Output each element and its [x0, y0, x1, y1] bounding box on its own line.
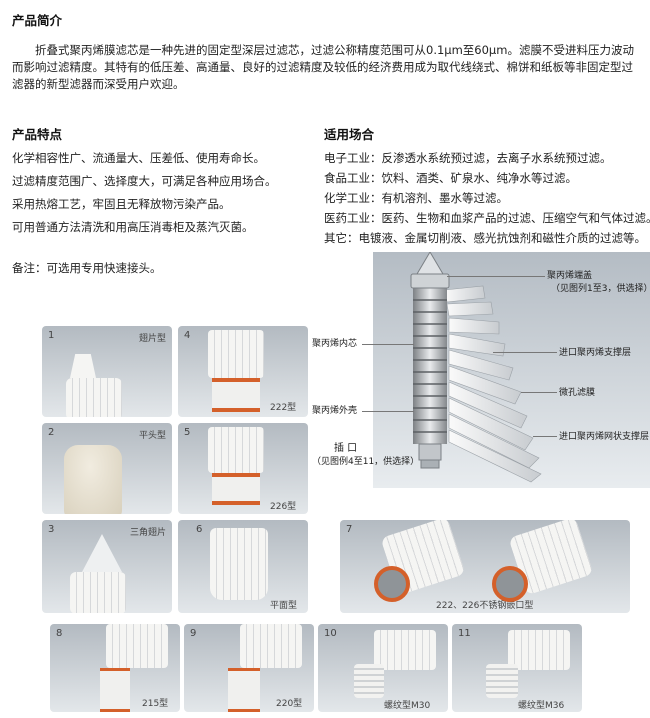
- gallery-item-4: 4 222型: [178, 326, 308, 417]
- o-ring-shape: [100, 668, 130, 712]
- application-item: 其它：电镀液、金属切削液、感光抗蚀剂和磁性介质的过滤等。: [324, 231, 646, 245]
- gallery-caption: 平面型: [270, 601, 298, 611]
- cartridge-body-shape: [240, 624, 302, 668]
- cartridge-body-shape: [374, 630, 436, 670]
- gallery-number: 6: [196, 524, 203, 535]
- gallery-caption: 三角翅片: [129, 528, 166, 538]
- feature-item: 可用普通方法清洗和用高压消毒柜及蒸汽灭菌。: [12, 220, 254, 234]
- features-note: 备注：可选用专用快速接头。: [12, 261, 162, 275]
- gallery-item-1: 1 翅片型: [42, 326, 172, 417]
- application-item: 医药工业：医药、生物和血浆产品的过滤、压缩空气和气体过滤。: [324, 211, 650, 225]
- applications-title: 适用场合: [324, 127, 375, 142]
- label-inlet-support: 进口聚丙烯支撑层: [559, 348, 632, 358]
- leader-line: [362, 411, 414, 412]
- leader-line: [521, 392, 557, 393]
- gallery-item-6: 6 平面型: [178, 520, 308, 613]
- cartridge-body-shape: [106, 624, 168, 668]
- gallery-caption: 220型: [276, 699, 303, 709]
- thread-shape: [486, 664, 518, 698]
- steel-insert-shape: [374, 566, 410, 602]
- steel-insert-shape: [492, 566, 528, 602]
- gallery-number: 9: [190, 628, 197, 639]
- cartridge-body-shape: [508, 630, 570, 670]
- feature-item: 过滤精度范围广、选择度大，可满足各种应用场合。: [12, 174, 277, 188]
- gallery-item-5: 5 226型: [178, 423, 308, 514]
- cartridge-cutaway-diagram: 聚丙烯端盖 （见图列1至3，供选择） 进口聚丙烯支撑层 微孔滤膜 进口聚丙烯网状…: [373, 251, 650, 488]
- cartridge-body-shape: [66, 378, 122, 417]
- leader-line: [362, 344, 414, 345]
- label-mesh-support: 进口聚丙烯网状支撑层: [559, 432, 650, 442]
- label-plug: 插 口: [334, 443, 358, 454]
- thread-shape: [354, 664, 384, 698]
- feature-item: 化学相容性广、流通量大、压差低、使用寿命长。: [12, 151, 265, 165]
- o-ring-shape: [228, 668, 260, 712]
- gallery-caption: 215型: [142, 699, 169, 709]
- intro-title: 产品简介: [12, 13, 63, 28]
- cartridge-body-shape: [208, 330, 264, 378]
- gallery-number: 1: [48, 330, 55, 341]
- gallery-number: 7: [346, 524, 353, 535]
- cartridge-body-shape: [208, 427, 264, 473]
- label-membrane: 微孔滤膜: [559, 388, 596, 398]
- label-end-cap-note: （见图列1至3，供选择）: [551, 284, 650, 294]
- gallery-number: 5: [184, 427, 191, 438]
- gallery-item-10: 10 螺纹型M30: [318, 624, 448, 712]
- o-ring-shape: [212, 473, 260, 505]
- gallery-number: 2: [48, 427, 55, 438]
- gallery-caption: 222型: [270, 403, 297, 413]
- gallery-item-9: 9 220型: [184, 624, 314, 712]
- leader-line: [447, 276, 545, 277]
- label-core: 聚丙烯内芯: [312, 339, 358, 349]
- gallery-number: 11: [458, 628, 471, 639]
- cartridge-body-shape: [210, 528, 268, 600]
- gallery-item-11: 11 螺纹型M36: [452, 624, 582, 712]
- intro-body: 折叠式聚丙烯膜滤芯是一种先进的固定型深层过滤芯，过滤公称精度范围可从0.1μm至…: [12, 43, 634, 91]
- leader-line: [533, 436, 557, 437]
- gallery-item-7: 7 222、226不锈钢嵌口型: [340, 520, 630, 613]
- gallery-caption: 226型: [270, 502, 297, 512]
- label-outer-shell: 聚丙烯外壳: [312, 406, 358, 416]
- features-title: 产品特点: [12, 127, 63, 142]
- application-item: 食品工业：饮料、酒类、矿泉水、纯净水等过滤。: [324, 171, 577, 185]
- gallery-caption: 螺纹型M36: [518, 701, 565, 711]
- gallery-item-3: 3 三角翅片: [42, 520, 172, 613]
- gallery-item-8: 8 215型: [50, 624, 180, 712]
- gallery-caption: 平头型: [138, 431, 166, 441]
- application-item: 电子工业：反渗透水系统预过滤，去离子水系统预过滤。: [324, 151, 612, 165]
- gallery-number: 4: [184, 330, 191, 341]
- gallery-number: 10: [324, 628, 337, 639]
- gallery-item-2: 2 平头型: [42, 423, 172, 514]
- label-end-cap: 聚丙烯端盖: [547, 271, 593, 281]
- gallery-number: 8: [56, 628, 63, 639]
- gallery-number: 3: [48, 524, 55, 535]
- gallery-caption: 翅片型: [138, 334, 166, 344]
- cartridge-body-shape: [70, 572, 126, 613]
- gallery-caption: 222、226不锈钢嵌口型: [436, 601, 534, 611]
- leader-line: [493, 352, 557, 353]
- feature-item: 采用热熔工艺，牢固且无释放物污染产品。: [12, 197, 231, 211]
- flat-cap-shape: [64, 445, 122, 514]
- gallery-caption: 螺纹型M30: [384, 701, 431, 711]
- cutaway-illustration: [373, 251, 650, 488]
- triangle-fin-shape: [82, 534, 122, 572]
- label-plug-note: （见图例4至11，供选择）: [312, 457, 420, 467]
- o-ring-shape: [212, 378, 260, 412]
- application-item: 化学工业：有机溶剂、墨水等过滤。: [324, 191, 508, 205]
- fin-cap-shape: [70, 354, 96, 378]
